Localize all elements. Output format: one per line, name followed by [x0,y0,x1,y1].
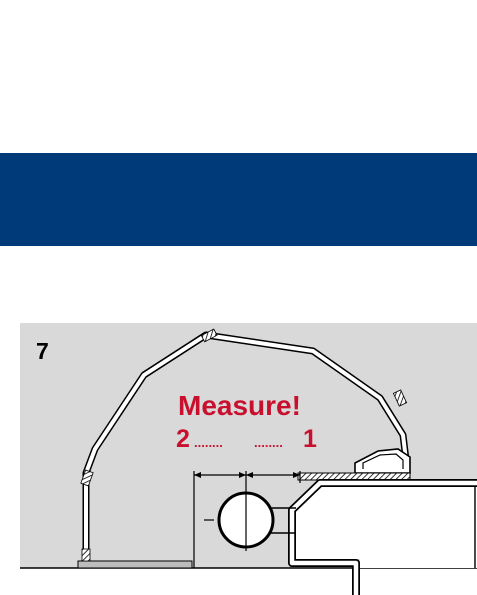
bottom-base [20,568,477,595]
point-2-dots: ........ [194,435,223,450]
joint-right [392,389,408,407]
joint-top [200,328,218,343]
left-base-plate [77,560,193,569]
header-band [0,153,477,246]
point-2-label: 2 [176,425,190,453]
point-1-dots: ........ [254,435,283,450]
point-1-label: 1 [303,425,317,453]
step-number: 7 [36,338,49,364]
diagram-panel: 7 Measure! 2 ........ ........ 1 [20,323,477,595]
measurement-diagram: 7 Measure! 2 ........ ........ 1 [20,323,477,595]
joint-bottom-left [81,548,91,562]
roof-body-fill [296,487,477,568]
joint-left [80,469,94,487]
roof-body-inner [289,480,477,595]
measure-heading: Measure! [178,390,301,421]
rail-strip [297,472,411,481]
